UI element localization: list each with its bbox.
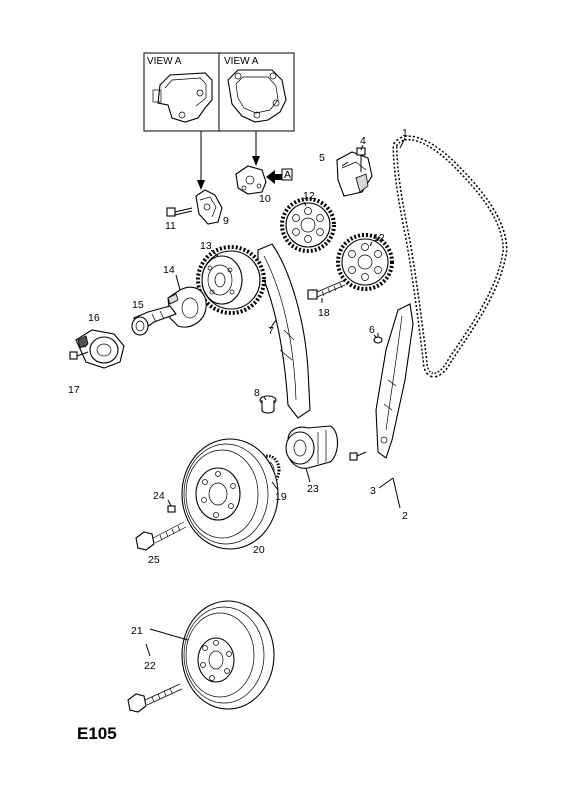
callout-16: 16 <box>88 312 100 324</box>
callout-8: 8 <box>254 387 260 399</box>
callout-25: 25 <box>148 554 160 566</box>
view-a-inset: VIEW A VIEW A <box>143 52 295 190</box>
tensioner-view-left <box>152 72 213 123</box>
part-16-solenoid <box>75 329 125 369</box>
view-a-arrow-icon: A <box>266 168 293 184</box>
callout-12-upper: 12 <box>303 190 315 202</box>
callout-21: 21 <box>131 625 143 637</box>
part-7-chain-guide <box>257 243 311 419</box>
part-24-key <box>167 505 176 513</box>
callout-22: 22 <box>144 660 156 672</box>
part-1-timing-chain <box>392 135 508 378</box>
part-2-tensioner-rail <box>375 303 414 459</box>
callout-12-lower: 12 <box>373 232 385 244</box>
callout-2: 2 <box>402 510 408 522</box>
callout-23: 23 <box>307 483 319 495</box>
part-12-camshaft-sprocket-upper <box>280 197 336 253</box>
part-14-cover-plate <box>167 286 207 328</box>
diagram-code: E105 <box>77 724 117 743</box>
part-8-pivot-pin <box>259 395 277 414</box>
view-a-label-left: VIEW A <box>147 56 182 67</box>
callout-17: 17 <box>68 384 80 396</box>
part-5-guide-bracket <box>336 151 373 197</box>
callout-19: 19 <box>275 491 287 503</box>
callout-4: 4 <box>360 135 366 147</box>
view-a-marker-label: A <box>284 169 291 181</box>
callout-24: 24 <box>153 490 165 502</box>
part-6-pin <box>373 333 383 344</box>
callout-18: 18 <box>318 307 330 319</box>
callout-7: 7 <box>268 325 274 337</box>
part-12-camshaft-sprocket-lower <box>336 233 394 291</box>
callout-1: 1 <box>402 127 408 139</box>
part-4-bolt <box>356 147 366 172</box>
part-15-control-valve <box>131 305 177 336</box>
callout-6: 6 <box>369 324 375 336</box>
part-20-crankshaft-pulley <box>181 438 279 550</box>
callout-20: 20 <box>253 544 265 556</box>
callout-13: 13 <box>200 240 212 252</box>
part-13-camshaft-adjuster <box>196 245 266 315</box>
part-10-tensioner <box>235 165 267 195</box>
part-23-crankshaft-sprocket <box>285 425 339 469</box>
part-22-bolt <box>127 683 183 713</box>
part-25-bolt <box>135 521 187 551</box>
callout-10: 10 <box>259 193 271 205</box>
part-18-bolt <box>307 279 346 300</box>
part-17-bolt <box>69 351 89 360</box>
part-21-crankshaft-pulley-alt <box>181 600 275 710</box>
part-11-bolt <box>166 207 193 217</box>
callout-5: 5 <box>319 152 325 164</box>
callout-15: 15 <box>132 299 144 311</box>
callout-labels: 1 2 3 4 5 6 7 8 9 10 11 12 12 13 14 15 1… <box>68 127 408 672</box>
part-9-tensioner <box>195 189 223 225</box>
callout-9: 9 <box>223 215 229 227</box>
view-a-label-right: VIEW A <box>224 56 259 67</box>
callout-14: 14 <box>163 264 175 276</box>
part-3-bolt <box>349 451 367 461</box>
callout-3: 3 <box>370 485 376 497</box>
leader-lines <box>145 137 406 657</box>
tensioner-view-right <box>227 69 287 123</box>
callout-11: 11 <box>165 220 176 232</box>
